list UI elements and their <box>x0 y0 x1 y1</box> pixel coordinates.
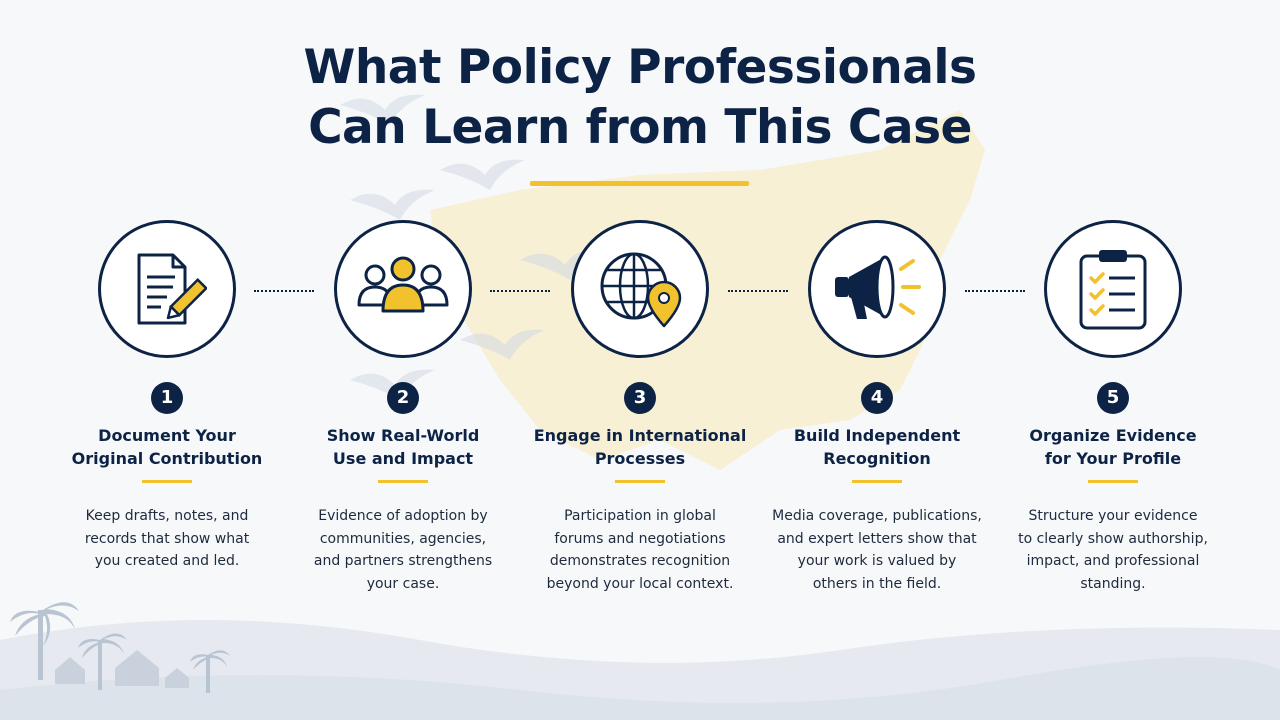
step-icon-circle <box>98 220 236 358</box>
step-icon-circle <box>808 220 946 358</box>
step-description: Media coverage, publications, and expert… <box>772 508 982 592</box>
step-accent-line <box>142 480 192 483</box>
step-title: Build Independent Recognition <box>793 426 961 468</box>
step-accent-line <box>852 480 902 483</box>
connector-dots <box>965 290 1025 292</box>
step-icon-circle <box>571 220 709 358</box>
connector-dots <box>254 290 314 292</box>
step-3: 3 Engage in International Processes Part… <box>520 220 760 595</box>
step-number-badge: 1 <box>151 382 183 414</box>
step-5: 5 Organize Evidence for Your Profile Str… <box>993 220 1233 595</box>
houses-icon <box>55 650 189 688</box>
step-number-badge: 5 <box>1097 382 1129 414</box>
step-number-badge: 2 <box>387 382 419 414</box>
connector-dots <box>728 290 788 292</box>
wave-front <box>0 657 1280 720</box>
group-people-icon <box>357 256 449 313</box>
step-description: Keep drafts, notes, and records that sho… <box>84 508 250 569</box>
step-1: 1 Document Your Original Contribution Ke… <box>47 220 287 573</box>
step-title: Engage in International Processes <box>533 426 747 468</box>
step-icon-circle <box>334 220 472 358</box>
globe-location-pin-icon <box>600 252 682 328</box>
step-number-badge: 4 <box>861 382 893 414</box>
step-accent-line <box>615 480 665 483</box>
step-number-badge: 3 <box>624 382 656 414</box>
title-underline <box>530 181 749 186</box>
page-title: What Policy Professionals Can Learn from… <box>0 38 1280 158</box>
clipboard-checklist-icon <box>1079 250 1147 330</box>
step-accent-line <box>1088 480 1138 483</box>
step-description: Participation in global forums and negot… <box>546 508 734 592</box>
megaphone-icon <box>835 255 921 319</box>
title-line-2: Can Learn from This Case <box>308 100 972 155</box>
connector-dots <box>490 290 550 292</box>
palm-trees-icon <box>10 602 230 693</box>
step-description: Structure your evidence to clearly show … <box>1018 508 1208 592</box>
step-icon-circle <box>1044 220 1182 358</box>
step-title: Document Your Original Contribution <box>71 426 263 468</box>
step-description: Evidence of adoption by communities, age… <box>313 508 493 592</box>
document-pencil-icon <box>137 253 207 325</box>
title-line-1: What Policy Professionals <box>303 40 977 95</box>
step-accent-line <box>378 480 428 483</box>
step-title: Show Real-World Use and Impact <box>326 426 480 468</box>
step-2: 2 Show Real-World Use and Impact Evidenc… <box>283 220 523 595</box>
step-4: 4 Build Independent Recognition Media co… <box>757 220 997 595</box>
step-title: Organize Evidence for Your Profile <box>1029 426 1197 468</box>
